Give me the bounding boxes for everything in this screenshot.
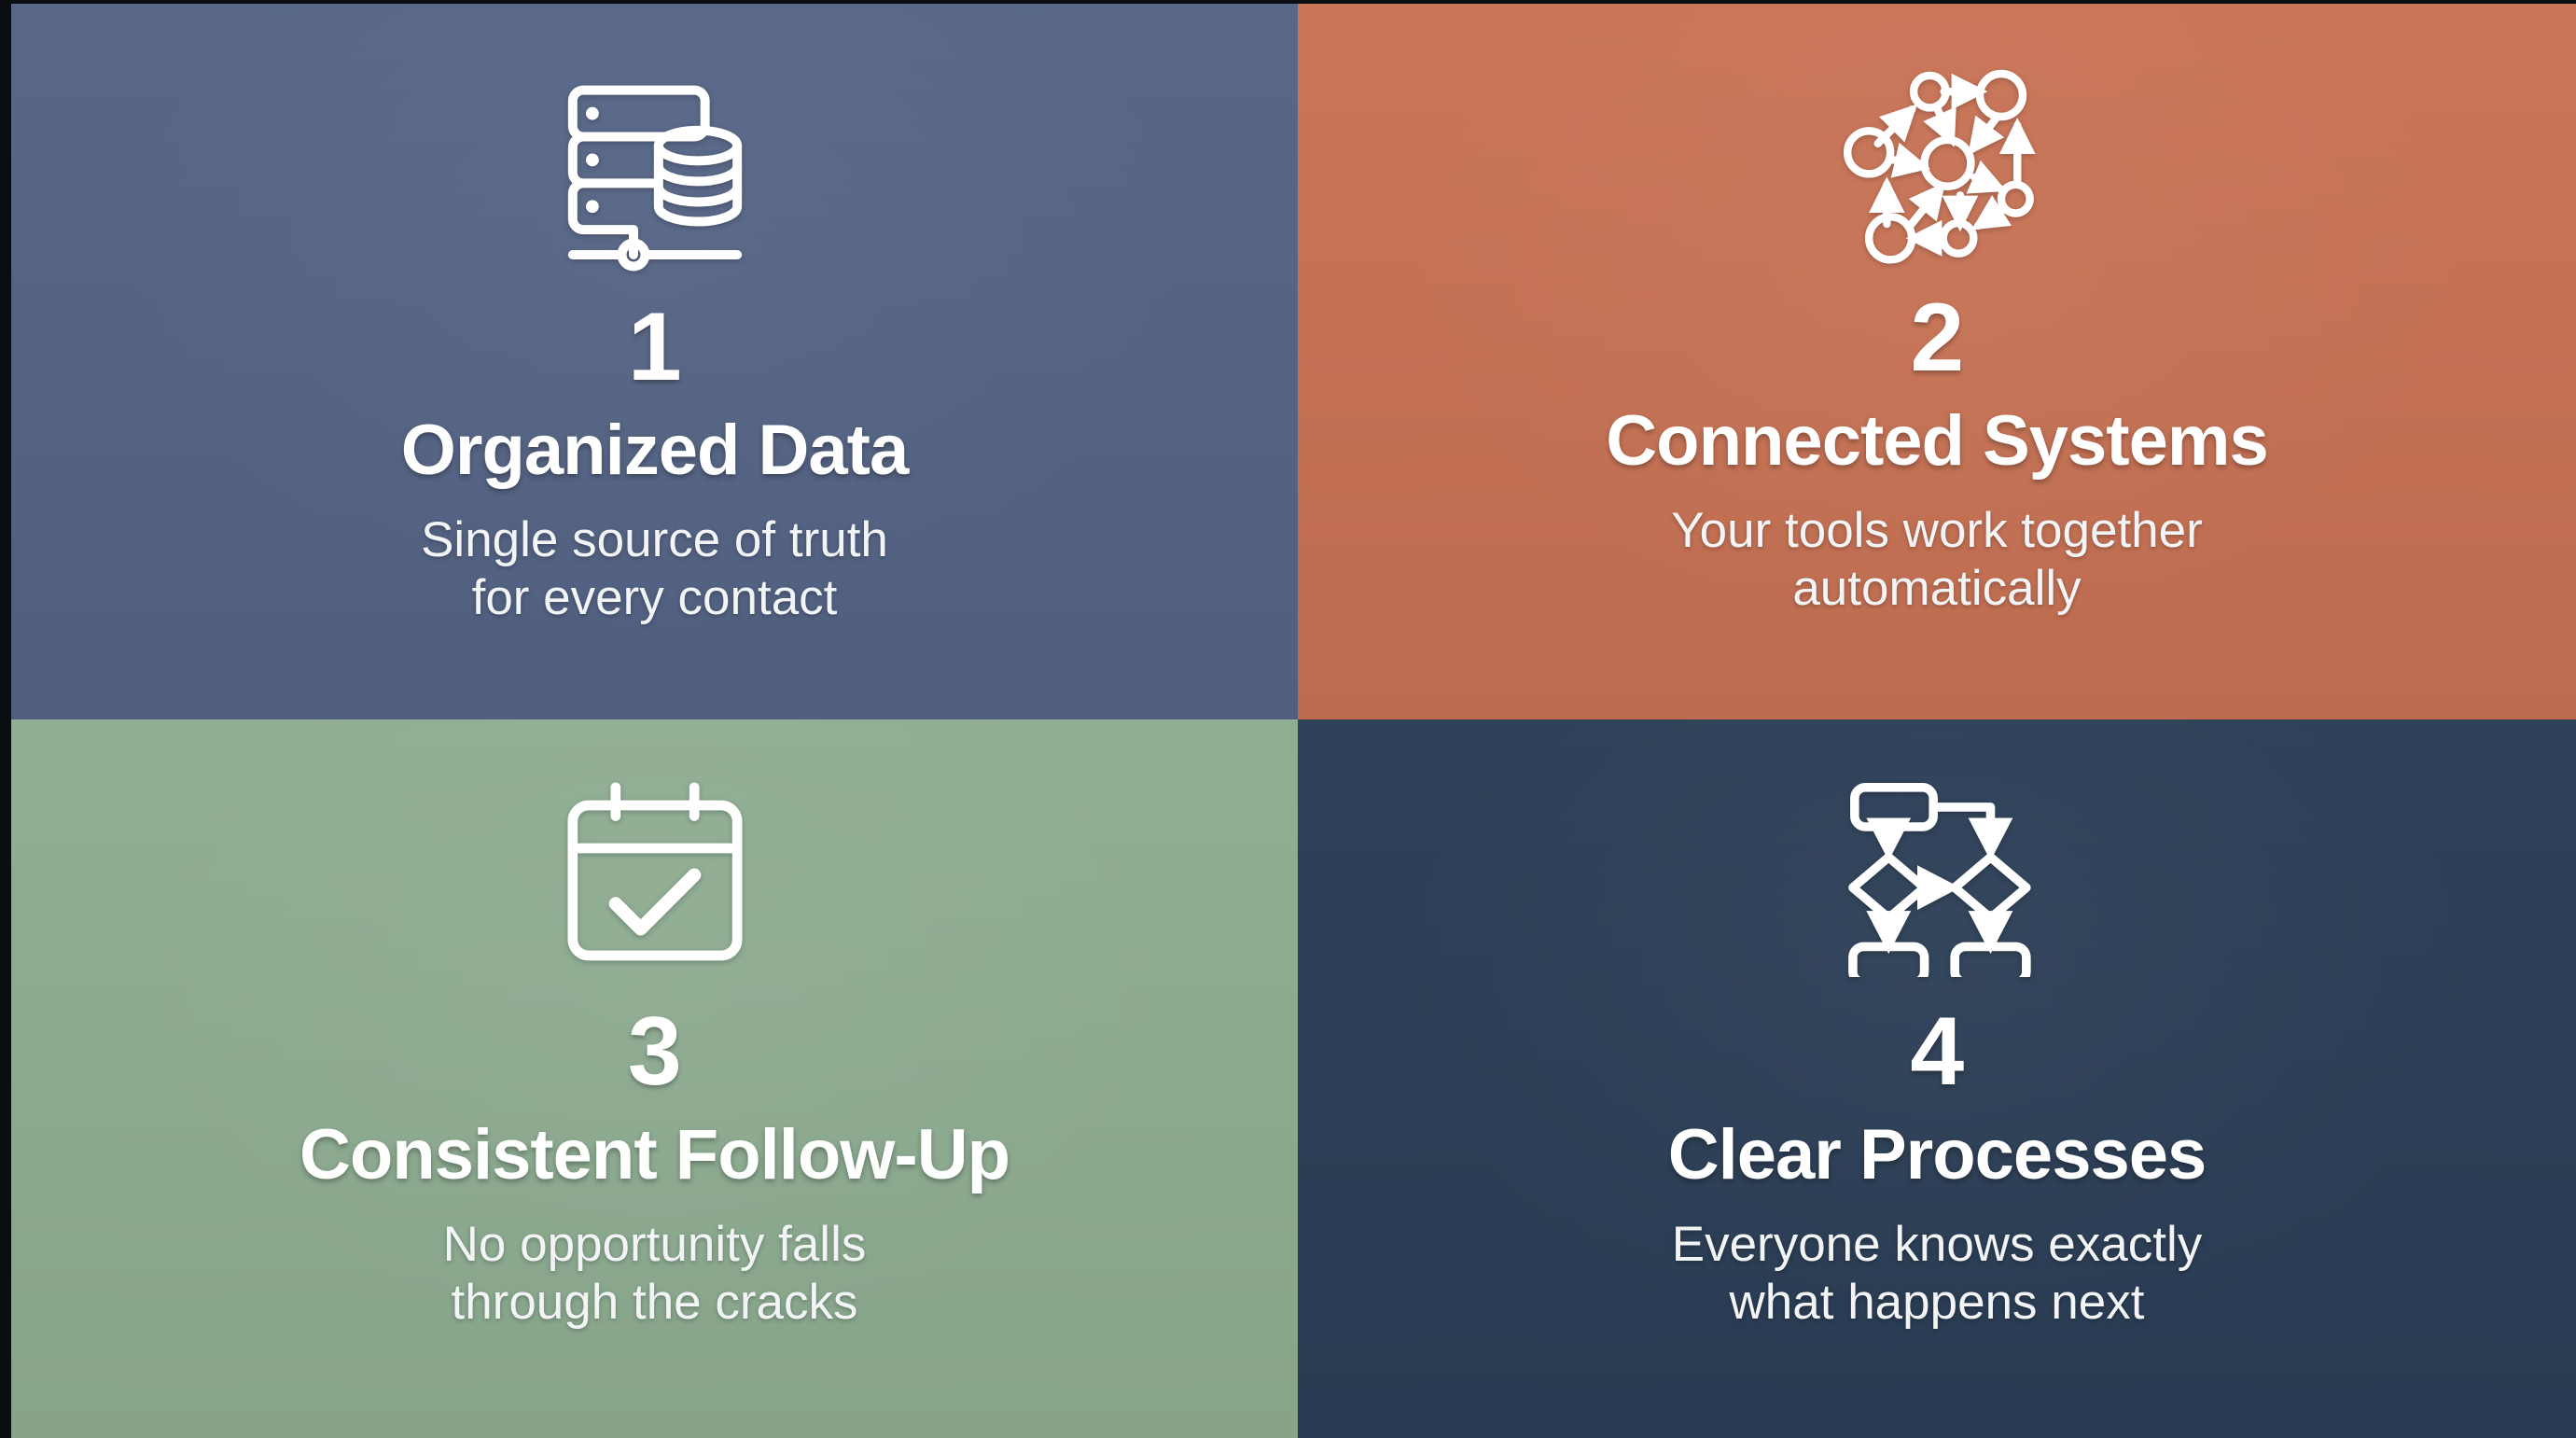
card-subtitle: Your tools work together automatically bbox=[1671, 502, 2203, 619]
card-number: 3 bbox=[627, 998, 682, 1106]
database-server-icon bbox=[548, 62, 762, 276]
card-clear-processes[interactable]: 4 Clear Processes Everyone knows exactly… bbox=[1298, 719, 2576, 1438]
card-title: Clear Processes bbox=[1667, 1115, 2207, 1194]
card-title: Consistent Follow-Up bbox=[299, 1115, 1010, 1194]
card-organized-data[interactable]: 1 Organized Data Single source of truth … bbox=[11, 4, 1298, 719]
card-subtitle: Single source of truth for every contact bbox=[421, 511, 888, 628]
card-subtitle-line-2: through the cracks bbox=[451, 1275, 858, 1331]
card-title: Organized Data bbox=[400, 411, 909, 490]
calendar-check-icon bbox=[548, 762, 762, 977]
card-number: 1 bbox=[627, 293, 682, 401]
card-number: 4 bbox=[1910, 998, 1964, 1106]
card-subtitle-line-1: Everyone knows exactly bbox=[1671, 1216, 2203, 1272]
card-subtitle: No opportunity falls through the cracks bbox=[443, 1216, 867, 1333]
card-connected-systems[interactable]: 2 Connected Systems Your tools work toge… bbox=[1298, 4, 2576, 719]
card-subtitle-line-1: Your tools work together bbox=[1671, 502, 2203, 558]
four-quadrant-grid: 1 Organized Data Single source of truth … bbox=[11, 4, 2576, 1438]
flowchart-icon bbox=[1830, 762, 2044, 977]
card-subtitle-line-1: Single source of truth bbox=[421, 511, 888, 567]
card-subtitle-line-2: for every contact bbox=[471, 570, 838, 626]
card-subtitle: Everyone knows exactly what happens next bbox=[1672, 1216, 2203, 1333]
card-consistent-follow-up[interactable]: 3 Consistent Follow-Up No opportunity fa… bbox=[11, 719, 1298, 1438]
card-subtitle-line-2: what happens next bbox=[1729, 1275, 2145, 1331]
card-title: Connected Systems bbox=[1606, 401, 2268, 481]
card-subtitle-line-2: automatically bbox=[1792, 561, 2082, 617]
card-number: 2 bbox=[1910, 284, 1964, 392]
card-subtitle-line-1: No opportunity falls bbox=[442, 1216, 867, 1272]
network-nodes-icon bbox=[1830, 52, 2044, 267]
